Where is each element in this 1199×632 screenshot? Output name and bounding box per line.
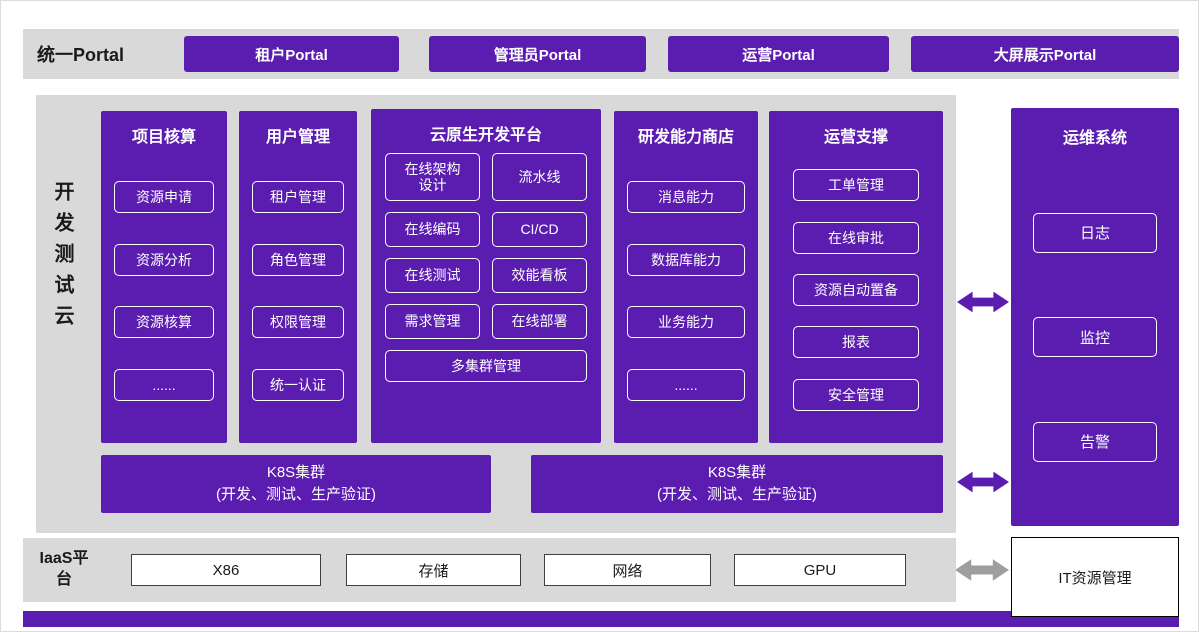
ops-panel-title: 运维系统 <box>1062 130 1127 147</box>
module-item: ...... <box>627 368 745 401</box>
column-items: 资源申请 资源分析 资源核算 ...... <box>101 147 227 443</box>
module-item: 在线部署 <box>492 304 587 339</box>
k8s-bar-title: K8S集群 <box>707 463 767 481</box>
module-item: 消息能力 <box>627 181 745 214</box>
column-title: 项目核算 <box>131 129 196 146</box>
module-item: 报表 <box>793 326 919 359</box>
column-title: 研发能力商店 <box>637 129 734 146</box>
double-arrow-icon-bottom-gray <box>955 554 1009 586</box>
column-title: 运营支撑 <box>823 129 888 146</box>
ops-item-logs: 日志 <box>1033 212 1157 253</box>
iaas-bar: IaaS平台 X86 存储 网络 GPU <box>23 538 956 602</box>
k8s-cluster-bar-left: K8S集群 (开发、测试、生产验证) <box>101 455 491 513</box>
module-item: 在线审批 <box>793 221 919 254</box>
ops-item-monitoring: 监控 <box>1033 317 1157 357</box>
portal-bar: 统一Portal 租户Portal 管理员Portal 运营Portal 大屏展… <box>23 29 1179 79</box>
module-item: 资源自动置备 <box>793 273 919 306</box>
module-item: 资源核算 <box>114 306 214 339</box>
iaas-box-x86: X86 <box>131 554 321 586</box>
module-column-user-management: 用户管理 租户管理 角色管理 权限管理 统一认证 <box>239 111 357 443</box>
module-column-project-accounting: 项目核算 资源申请 资源分析 资源核算 ...... <box>101 111 227 443</box>
module-item: 在线编码 <box>385 212 480 247</box>
ops-items: 日志 监控 告警 <box>1011 148 1179 526</box>
k8s-bar-subtitle: (开发、测试、生产验证) <box>216 486 376 503</box>
portal-bar-label: 统一Portal <box>37 45 125 65</box>
module-item: ...... <box>114 368 214 401</box>
module-column-capability-store: 研发能力商店 消息能力 数据库能力 业务能力 ...... <box>614 111 758 443</box>
it-resource-management-box: IT资源管理 <box>1011 537 1179 617</box>
bigscreen-portal-button: 大屏展示Portal <box>911 36 1179 72</box>
iaas-box-storage: 存储 <box>346 554 521 586</box>
admin-portal-button: 管理员Portal <box>429 36 646 72</box>
module-column-operation-support: 运营支撑 工单管理 在线审批 资源自动置备 报表 安全管理 <box>769 111 943 443</box>
ops-item-alerts: 告警 <box>1033 421 1157 462</box>
module-item: 业务能力 <box>627 306 745 339</box>
module-item: 权限管理 <box>252 306 344 339</box>
iaas-box-network: 网络 <box>544 554 711 586</box>
module-item: 需求管理 <box>385 304 480 339</box>
module-column-cloud-native-platform: 云原生开发平台 在线架构 设计 流水线 在线编码 CI/CD 在线测试 效能看板… <box>371 109 601 443</box>
dev-cloud-label: 开发测试云 <box>51 181 73 336</box>
module-item: 角色管理 <box>252 243 344 276</box>
double-arrow-icon-middle <box>957 467 1009 497</box>
module-item: 统一认证 <box>252 368 344 401</box>
module-item: 数据库能力 <box>627 243 745 276</box>
module-item-multi-cluster: 多集群管理 <box>385 350 587 382</box>
iaas-box-gpu: GPU <box>734 554 906 586</box>
module-item: 在线测试 <box>385 258 480 293</box>
module-item: CI/CD <box>492 212 587 247</box>
module-item: 效能看板 <box>492 258 587 293</box>
module-item: 资源分析 <box>114 243 214 276</box>
double-arrow-icon-top <box>957 287 1009 317</box>
ops-system-panel: 运维系统 日志 监控 告警 <box>1011 108 1179 526</box>
column-items: 消息能力 数据库能力 业务能力 ...... <box>614 147 758 443</box>
module-item: 流水线 <box>492 153 587 201</box>
k8s-bar-subtitle: (开发、测试、生产验证) <box>657 486 817 503</box>
k8s-cluster-bar-right: K8S集群 (开发、测试、生产验证) <box>531 455 943 513</box>
tenant-portal-button: 租户Portal <box>184 36 399 72</box>
module-item: 在线架构 设计 <box>385 153 480 201</box>
column-items: 工单管理 在线审批 资源自动置备 报表 安全管理 <box>769 147 943 443</box>
footer-strip <box>23 611 1179 627</box>
column-title: 用户管理 <box>265 129 330 146</box>
dev-cloud-panel: 开发测试云 项目核算 资源申请 资源分析 资源核算 ...... 用户管理 租户… <box>36 95 956 533</box>
operation-portal-button: 运营Portal <box>668 36 889 72</box>
module-item: 资源申请 <box>114 181 214 214</box>
column-grid: 在线架构 设计 流水线 在线编码 CI/CD 在线测试 效能看板 需求管理 在线… <box>371 145 601 339</box>
iaas-label: IaaS平台 <box>39 550 89 588</box>
column-title: 云原生开发平台 <box>429 127 542 144</box>
module-item: 安全管理 <box>793 378 919 411</box>
module-item: 工单管理 <box>793 169 919 202</box>
k8s-bar-title: K8S集群 <box>266 463 326 481</box>
column-items: 租户管理 角色管理 权限管理 统一认证 <box>239 147 357 443</box>
module-item: 租户管理 <box>252 181 344 214</box>
